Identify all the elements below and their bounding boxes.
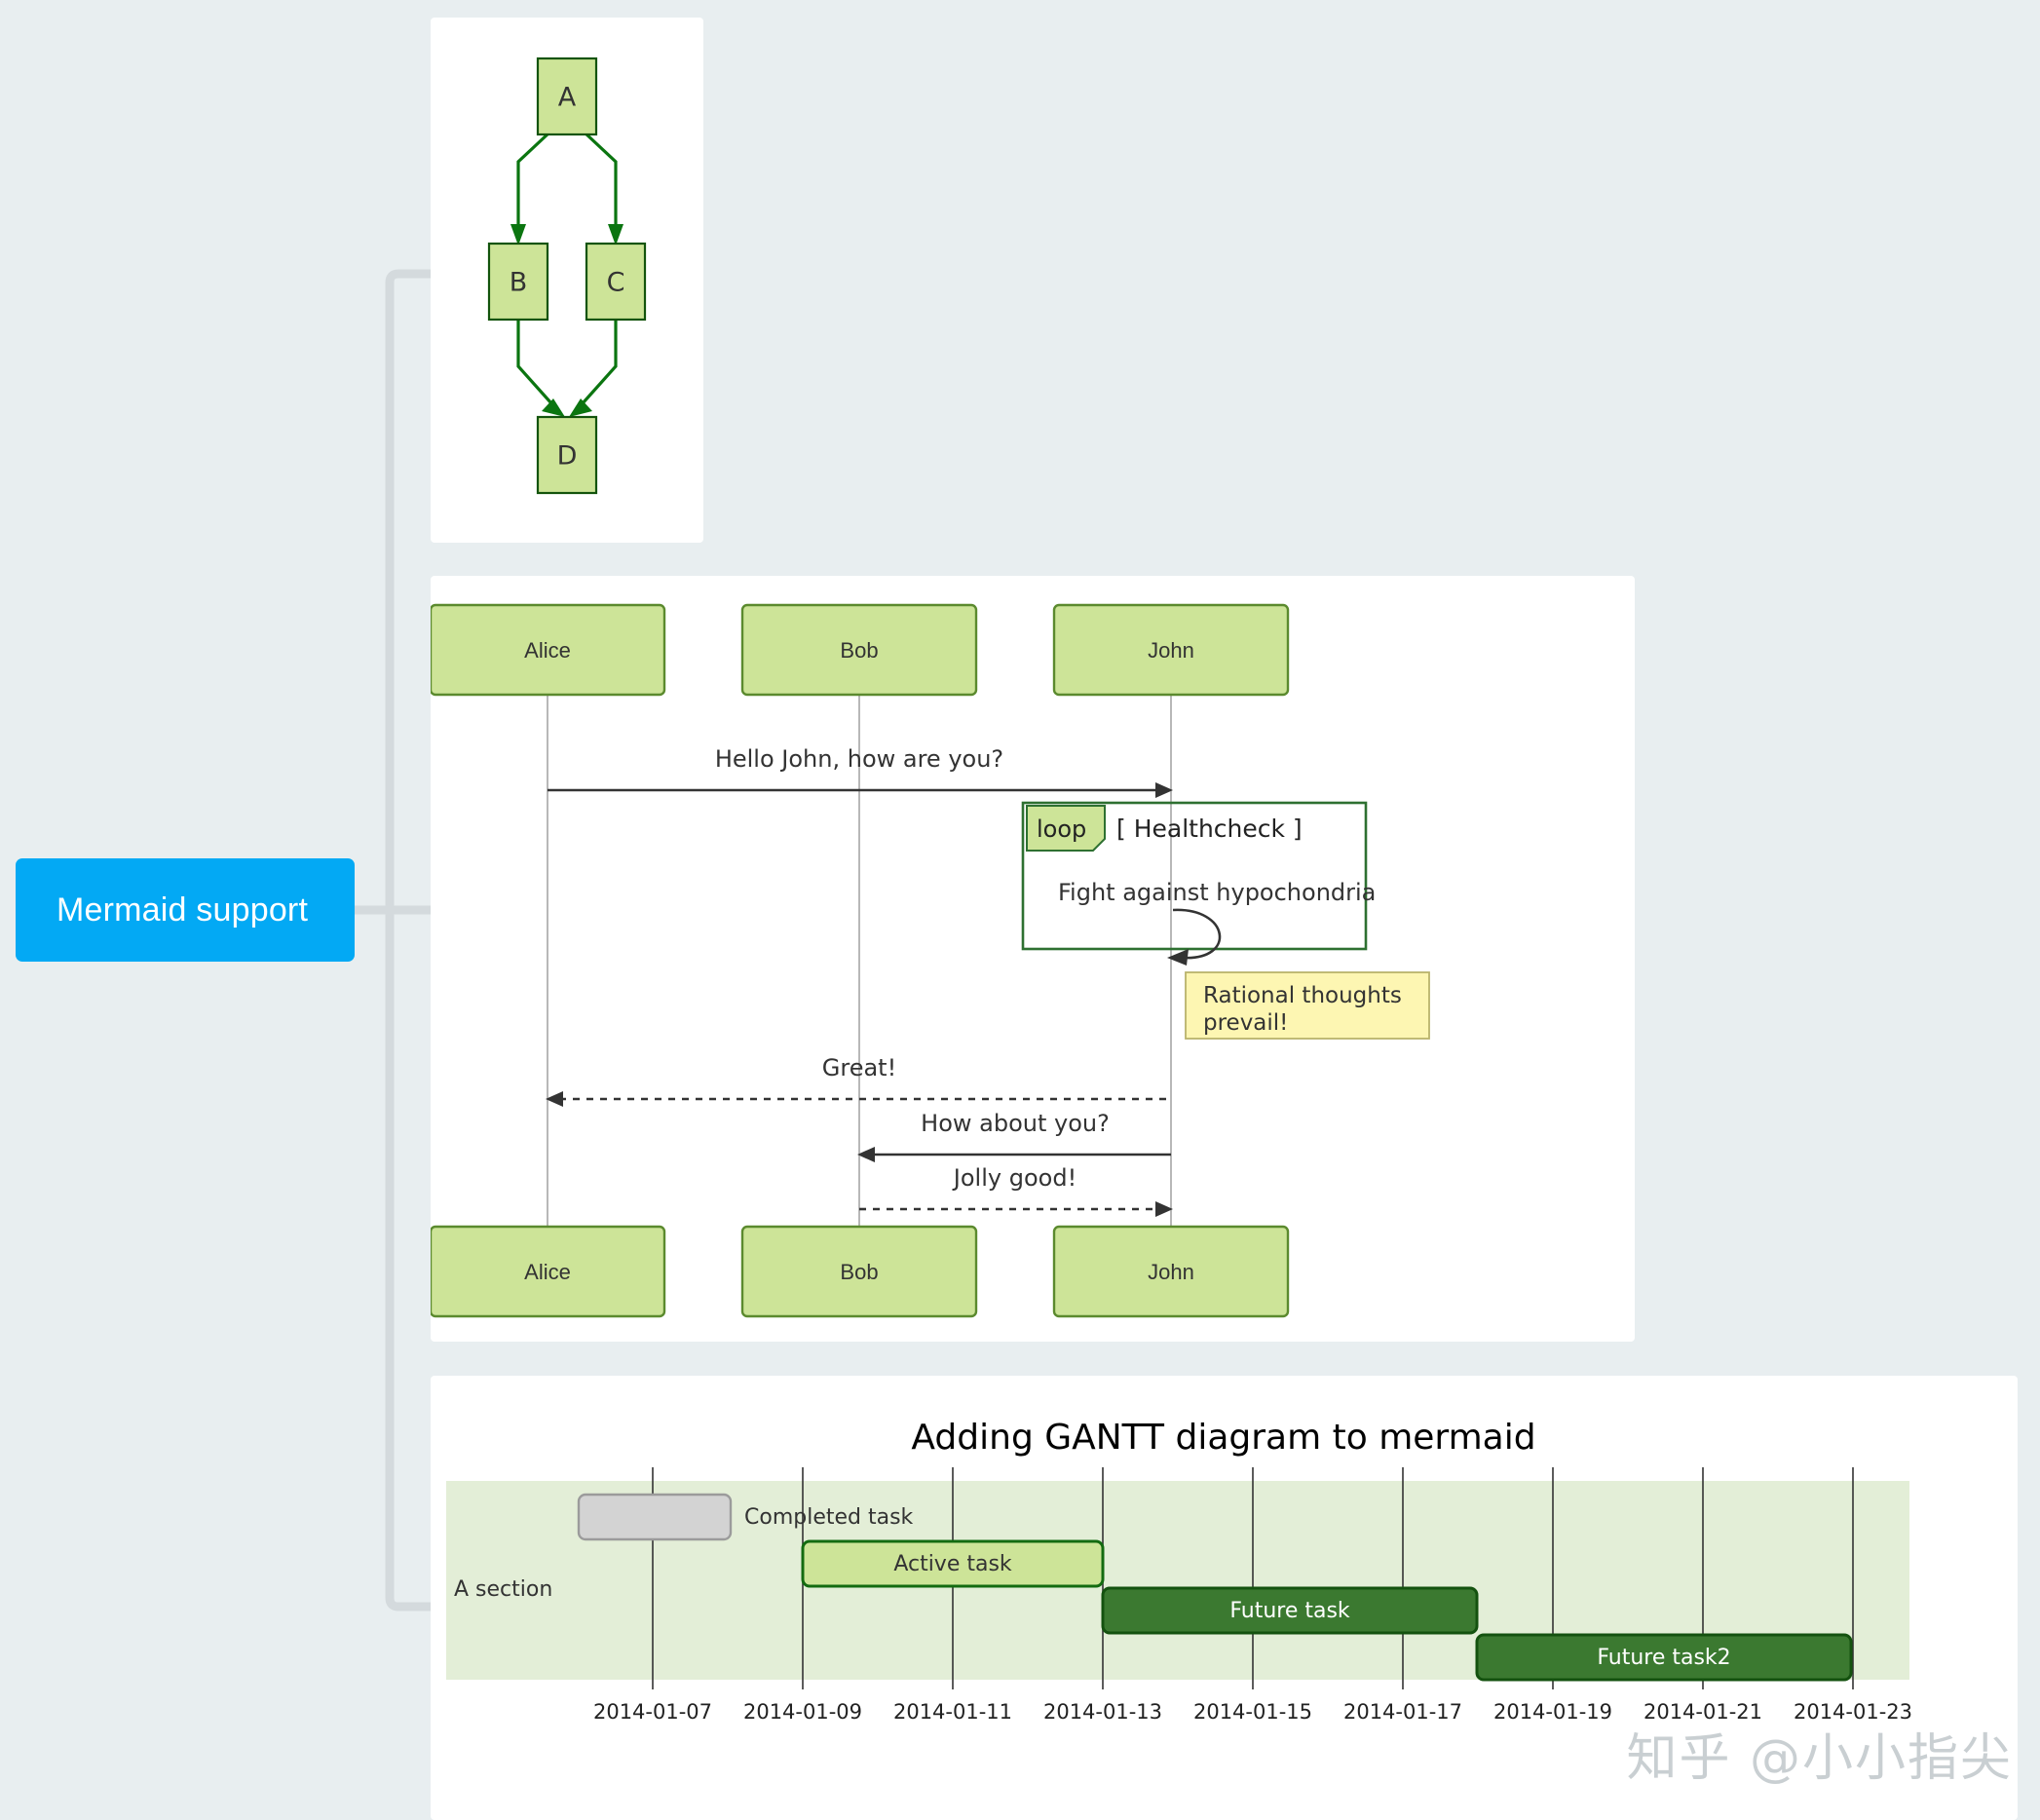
actor-box-john-top[interactable]: John (1052, 603, 1290, 697)
root-node-label: Mermaid support (57, 891, 309, 929)
flow-edge-a-b (510, 131, 551, 246)
actor-label-john-top: John (1148, 638, 1194, 663)
flow-edge-a-c (583, 131, 623, 246)
gantt-task-active-label: Active task (893, 1552, 1012, 1576)
flow-node-c-label: C (607, 268, 625, 298)
actor-label-alice-top: Alice (524, 638, 571, 663)
actor-label-john-bottom: John (1148, 1260, 1194, 1284)
gantt-tick-8: 2014-01-23 (1794, 1700, 1912, 1724)
sequence-note-line1: Rational thoughts (1203, 983, 1402, 1008)
flow-edge-b-d (516, 320, 565, 417)
gantt-task-active[interactable]: Active task (801, 1539, 1105, 1588)
gantt-tick-0: 2014-01-07 (593, 1700, 712, 1724)
watermark-text: 知乎 @小小指尖 (1626, 1729, 2013, 1788)
sequence-loop-body: Fight against hypochondria (1058, 879, 1376, 906)
sequence-diagram-panel[interactable]: Alice Bob John Hello John, how are you? … (431, 576, 1635, 1342)
sequence-message-2: Great! (546, 1054, 1171, 1107)
gantt-tick-3: 2014-01-13 (1043, 1700, 1162, 1724)
sequence-message-1: Hello John, how are you? (548, 745, 1173, 798)
sequence-message-4: Jolly good! (859, 1164, 1173, 1217)
actor-box-bob-bottom[interactable]: Bob (740, 1225, 978, 1318)
sequence-message-3-label: How about you? (921, 1110, 1110, 1137)
actor-box-bob-top[interactable]: Bob (740, 603, 978, 697)
sequence-message-4-label: Jolly good! (952, 1164, 1077, 1192)
sequence-loop-condition: [ Healthcheck ] (1116, 815, 1303, 843)
gantt-tick-5: 2014-01-17 (1343, 1700, 1462, 1724)
watermark: 知乎 @小小指尖 (1626, 1717, 2013, 1790)
sequence-note-line2: prevail! (1203, 1010, 1288, 1036)
gantt-task-future2-label: Future task2 (1597, 1646, 1730, 1670)
gantt-section-label: A section (454, 1577, 552, 1602)
root-node-mermaid-support[interactable]: Mermaid support (16, 858, 355, 962)
flowchart-svg: A B C D (487, 57, 647, 495)
sequence-diagram-svg: Alice Bob John Hello John, how are you? … (431, 603, 1430, 1318)
gantt-tick-4: 2014-01-15 (1193, 1700, 1312, 1724)
gantt-title: Adding GANTT diagram to mermaid (911, 1418, 1535, 1458)
gantt-task-completed-label: Completed task (744, 1505, 914, 1530)
gantt-task-future2[interactable]: Future task2 (1475, 1633, 1853, 1682)
gantt-chart-svg: Adding GANTT diagram to mermaid A sectio… (446, 1418, 1912, 1724)
flow-edge-c-d (569, 320, 618, 417)
gantt-task-future-label: Future task (1229, 1599, 1350, 1623)
flowchart-panel[interactable]: A B C D (431, 18, 703, 543)
actor-label-alice-bottom: Alice (524, 1260, 571, 1284)
actor-box-alice-top[interactable]: Alice (431, 603, 666, 697)
sequence-message-3: How about you? (857, 1110, 1171, 1162)
flow-node-a-label: A (558, 83, 577, 113)
gantt-tick-6: 2014-01-19 (1493, 1700, 1612, 1724)
gantt-task-completed[interactable]: Completed task (577, 1493, 914, 1541)
actor-label-bob-bottom: Bob (840, 1260, 878, 1284)
sequence-loop-keyword: loop (1037, 815, 1086, 843)
gantt-task-future[interactable]: Future task (1101, 1586, 1479, 1635)
flow-node-d-label: D (557, 441, 578, 472)
sequence-note: Rational thoughts prevail! (1185, 971, 1430, 1040)
actor-box-alice-bottom[interactable]: Alice (431, 1225, 666, 1318)
flow-node-d[interactable]: D (536, 415, 598, 495)
actor-box-john-bottom[interactable]: John (1052, 1225, 1290, 1318)
actor-label-bob-top: Bob (840, 638, 878, 663)
flow-node-c[interactable]: C (585, 242, 647, 322)
gantt-tick-1: 2014-01-09 (743, 1700, 862, 1724)
sequence-message-2-label: Great! (822, 1054, 896, 1081)
sequence-message-1-label: Hello John, how are you? (715, 745, 1003, 773)
gantt-tick-7: 2014-01-21 (1643, 1700, 1762, 1724)
flow-node-a[interactable]: A (536, 57, 598, 136)
gantt-chart-panel[interactable]: Adding GANTT diagram to mermaid A sectio… (431, 1376, 2018, 1820)
sequence-loop-block: loop [ Healthcheck ] Fight against hypoc… (1021, 801, 1376, 966)
flow-node-b[interactable]: B (487, 242, 549, 322)
gantt-tick-2: 2014-01-11 (893, 1700, 1012, 1724)
flow-node-b-label: B (510, 268, 528, 298)
gantt-axis-labels: 2014-01-07 2014-01-09 2014-01-11 2014-01… (593, 1700, 1912, 1724)
